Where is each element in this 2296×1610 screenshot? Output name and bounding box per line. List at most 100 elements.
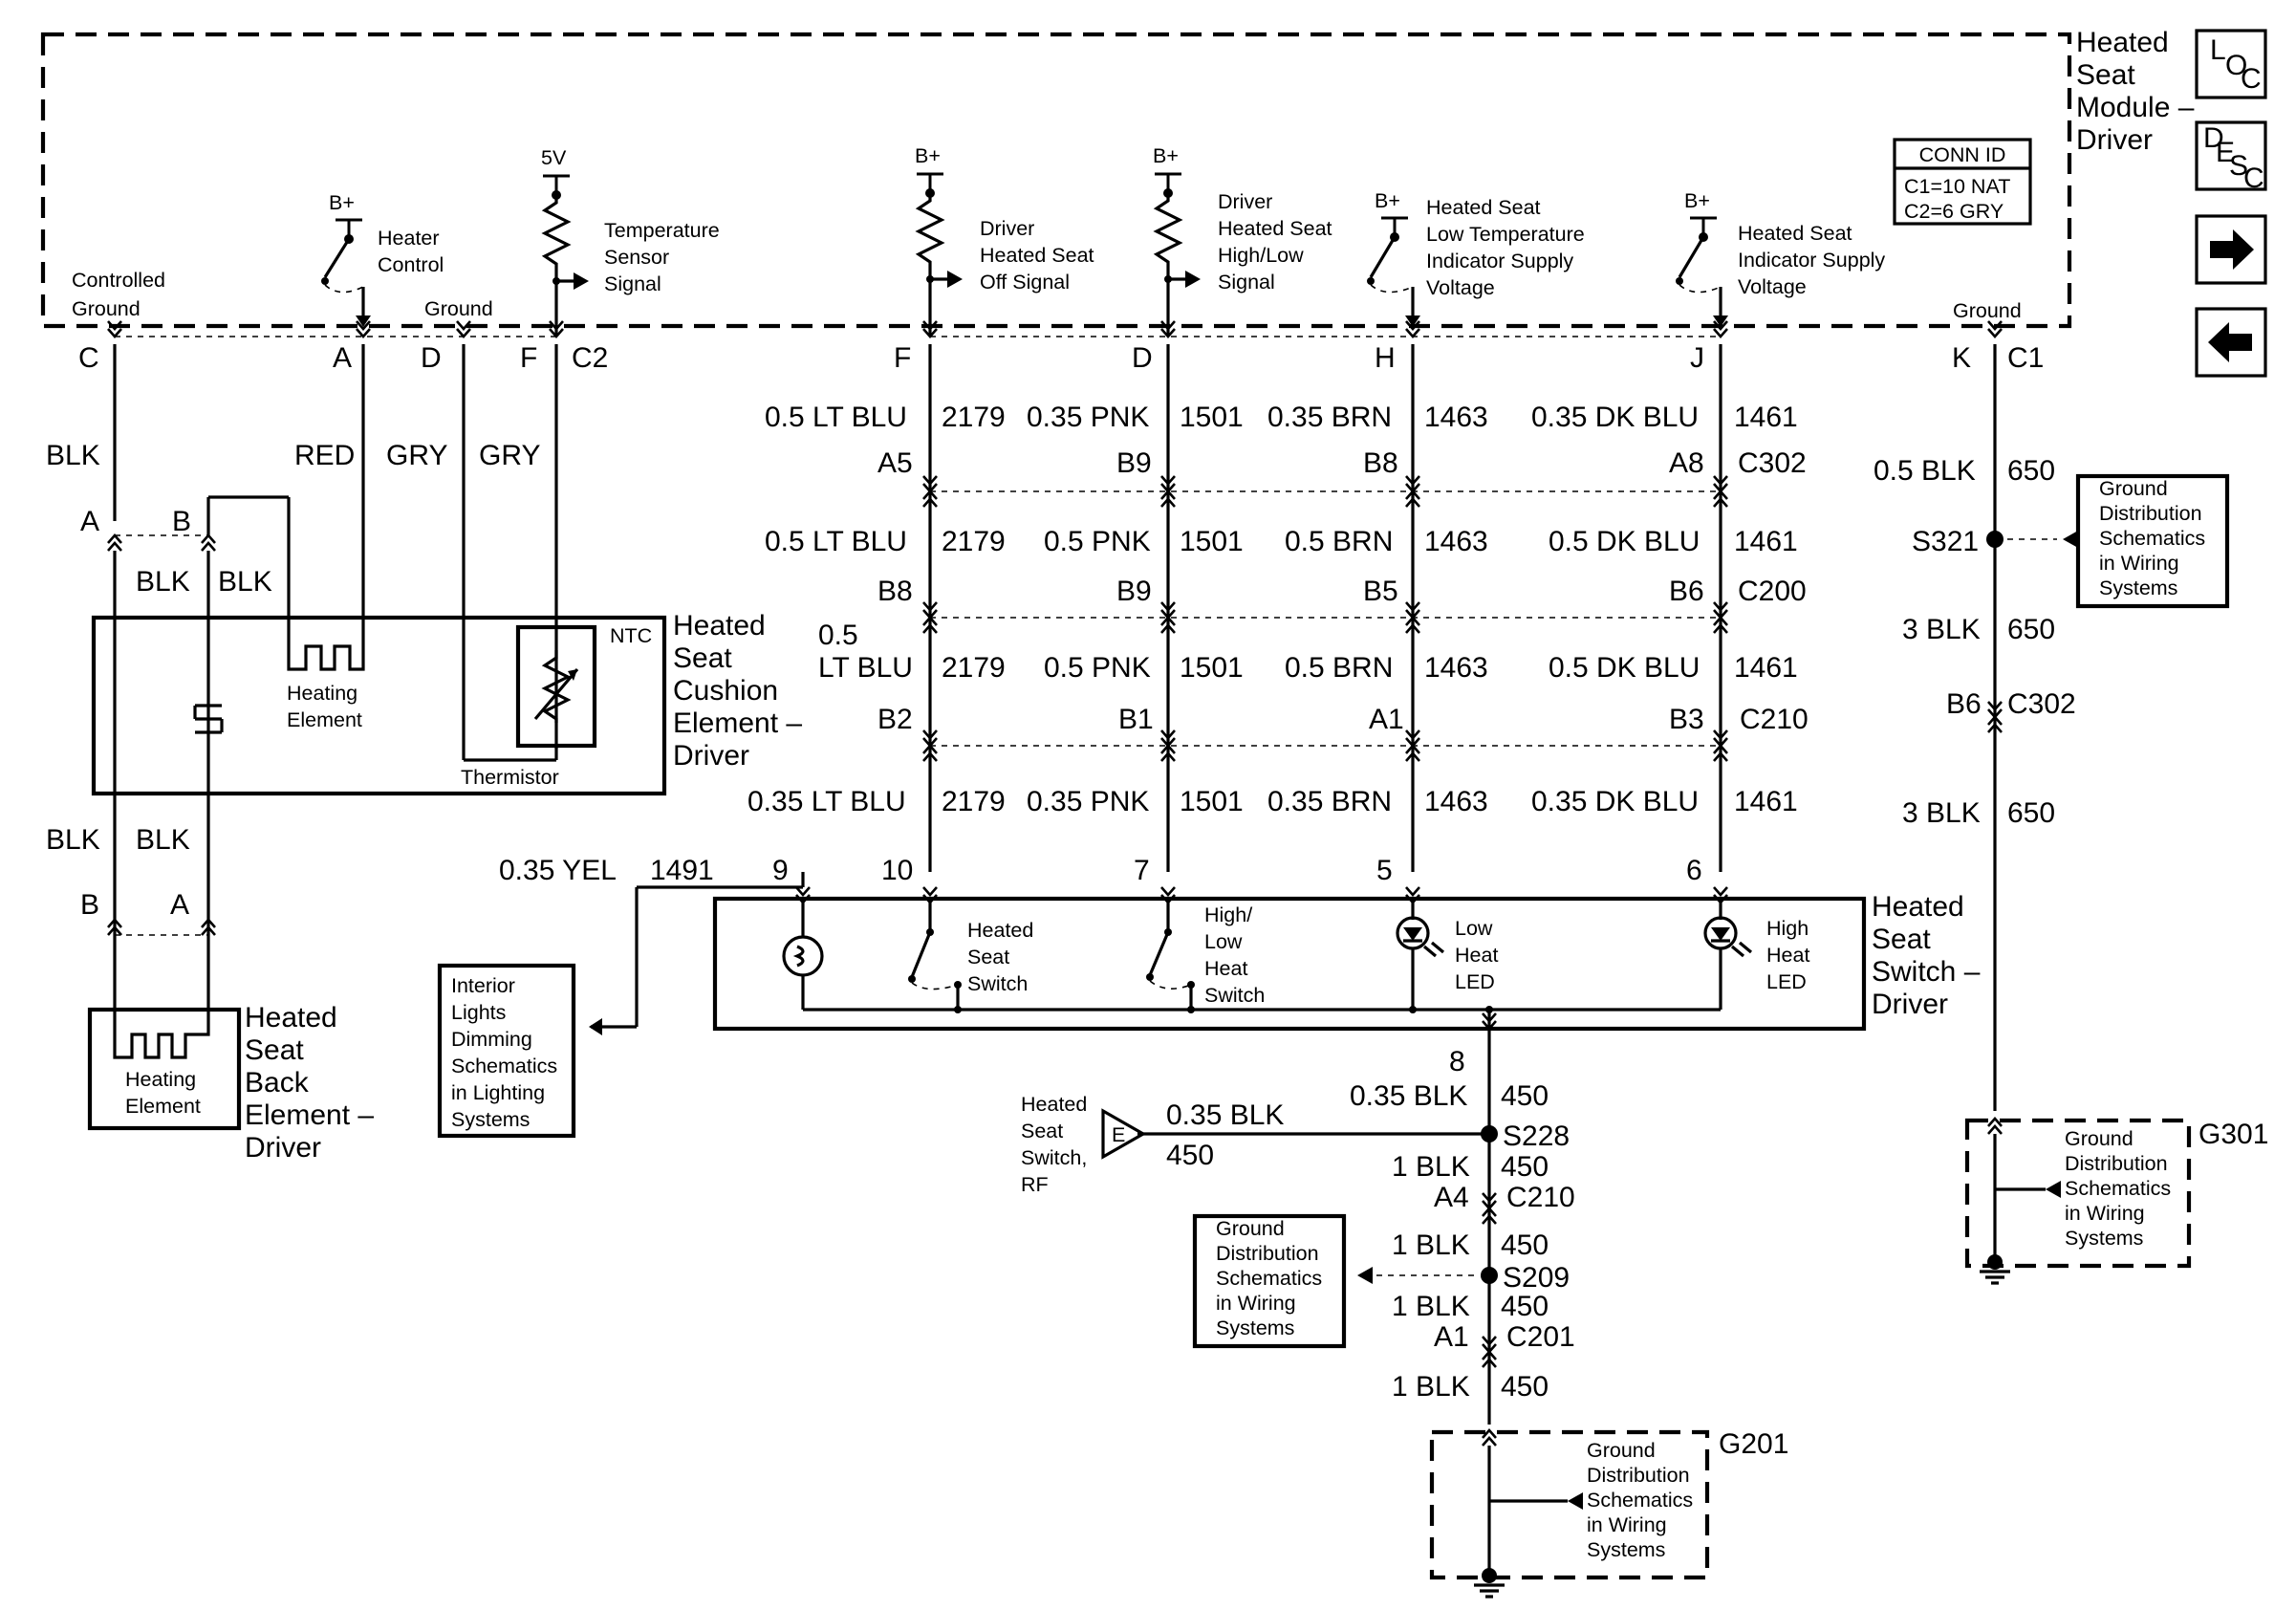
switch-title-2: Seat	[1872, 924, 1931, 955]
ntc-label: NTC	[610, 624, 652, 647]
c302-pin-a5: A5	[877, 447, 913, 479]
ground-d-label: Ground	[424, 297, 493, 320]
g450-num-3: 450	[1501, 1229, 1549, 1261]
heater-control-label-1: Heater	[378, 227, 440, 250]
indicator-label-3: Voltage	[1738, 275, 1807, 298]
heating-element-label-1: Heating	[287, 682, 357, 705]
gref-g201-1: Ground	[1587, 1439, 1656, 1462]
high-low-label-1: Driver	[1218, 190, 1272, 213]
module-pin-d: D	[421, 342, 442, 374]
row2-pnk: 0.5 PNK	[1044, 526, 1151, 557]
low-temp-label-2: Low Temperature	[1426, 223, 1585, 246]
row3-dkblu: 0.5 DK BLU	[1549, 652, 1700, 684]
il-ref-2: Lights	[451, 1001, 506, 1024]
gref-g301-2: Distribution	[2065, 1152, 2168, 1175]
conn-id-box: CONN ID C1=10 NAT C2=6 GRY	[1893, 138, 2032, 226]
rf-connector-arrow	[1101, 1108, 1147, 1160]
c200-pin-b6: B6	[1669, 576, 1704, 607]
high-led-2: Heat	[1766, 944, 1809, 967]
row1-1463: 1463	[1424, 402, 1488, 433]
back-button[interactable]	[2195, 307, 2267, 378]
ground-ref-s321: Ground Distribution Schematics in Wiring…	[2075, 473, 2230, 609]
bplus-label: B+	[915, 144, 941, 167]
row2-2179: 2179	[942, 526, 1006, 557]
c200-pin-b8: B8	[877, 576, 913, 607]
back-heating-element-2: Element	[125, 1095, 201, 1118]
g1-blk-2: 1 BLK	[1392, 1229, 1470, 1261]
bplus-label: B+	[329, 191, 355, 214]
row2-1501: 1501	[1180, 526, 1244, 557]
g301-label: G301	[2199, 1119, 2268, 1150]
splice-s209-dot	[1481, 1267, 1498, 1284]
conn-id-c1: C1=10 NAT	[1904, 175, 2010, 198]
rf-switch-2: Seat	[1021, 1120, 1063, 1142]
gref-s209-5: Systems	[1216, 1316, 1294, 1339]
back-pin-a: A	[170, 889, 189, 921]
c200-name: C200	[1738, 576, 1807, 607]
back-heating-element-1: Heating	[125, 1068, 196, 1091]
low-temp-label-1: Heated Seat	[1426, 196, 1541, 219]
module-conn-c2: C2	[572, 342, 608, 374]
gref-g301-4: in Wiring	[2065, 1202, 2145, 1225]
c210-pin-a1: A1	[1369, 704, 1404, 735]
switch-title-1: Heated	[1872, 891, 1964, 923]
gk-wire-1: 0.5 BLK	[1874, 455, 1976, 487]
interior-lights-ref: Interior Lights Dimming Schematics in Li…	[437, 963, 576, 1139]
hl-switch-2: Low	[1204, 930, 1243, 953]
cushion-title-3: Cushion	[673, 675, 778, 707]
row1-brn: 0.35 BRN	[1267, 402, 1392, 433]
row2-ltblu: 0.5 LT BLU	[765, 526, 907, 557]
g450-wire: 0.35 BLK	[1350, 1080, 1467, 1112]
module-conn-c1: C1	[2007, 342, 2044, 374]
low-temp-indicator-circuit: B+ Heated Seat Low Temperature Indicator…	[1367, 189, 1585, 327]
il-ref-6: Systems	[451, 1108, 530, 1131]
cushion-title-4: Element –	[673, 707, 802, 739]
c302-name: C302	[1738, 447, 1807, 479]
desc-button[interactable]: D E S C	[2195, 120, 2267, 194]
controlled-ground-label-1: Controlled	[72, 269, 165, 292]
ground-g301: G301 Ground Distribution Schematics in W…	[1964, 1117, 2268, 1285]
cushion-title-2: Seat	[673, 642, 732, 674]
row3-ltblu: LT BLU	[818, 652, 913, 684]
low-led-1: Low	[1455, 917, 1493, 940]
off-signal-label-1: Driver	[980, 217, 1034, 240]
c200-pin-b9: B9	[1116, 576, 1152, 607]
left-arrow-icon	[2208, 322, 2252, 362]
rf-switch-4: RF	[1021, 1173, 1049, 1196]
row3-pnk: 0.5 PNK	[1044, 652, 1151, 684]
loc-letter-l: L	[2210, 34, 2226, 66]
row3-1463: 1463	[1424, 652, 1488, 684]
row4-2179: 2179	[942, 786, 1006, 817]
gref-s209-3: Schematics	[1216, 1267, 1322, 1290]
gk-wire-2: 3 BLK	[1902, 614, 1981, 645]
row3-2179: 2179	[942, 652, 1006, 684]
hl-switch-1: High/	[1204, 903, 1252, 926]
c210b-name: C210	[1506, 1182, 1575, 1213]
signal-wires: 0.5 LT BLU 2179 0.35 PNK 1501 0.35 BRN 1…	[499, 344, 1809, 1035]
off-signal-circuit: B+ Driver Heated Seat Off Signal	[915, 144, 1094, 335]
desc-letter-c: C	[2243, 163, 2264, 194]
rf-switch-3: Switch,	[1021, 1146, 1087, 1169]
switch-pin-9: 9	[772, 855, 789, 886]
high-led-1: High	[1766, 917, 1809, 940]
gref-g301-5: Systems	[2065, 1227, 2143, 1250]
high-low-signal-circuit: B+ Driver Heated Seat High/Low Signal	[1153, 144, 1332, 335]
wire-blk-back-1: BLK	[46, 824, 100, 856]
heater-control-switch: B+ Heater Control	[321, 191, 444, 327]
c302b-pin: B6	[1946, 688, 1982, 720]
g1-blk-1: 1 BLK	[1392, 1151, 1470, 1183]
il-ref-4: Schematics	[451, 1055, 557, 1077]
switch-pin-8: 8	[1449, 1046, 1465, 1077]
back-title-2: Seat	[245, 1034, 304, 1066]
row3-size: 0.5	[818, 620, 858, 651]
high-low-label-4: Signal	[1218, 271, 1275, 294]
gref-g201-5: Systems	[1587, 1538, 1665, 1561]
switch-pin-7: 7	[1134, 855, 1150, 886]
forward-button[interactable]	[2195, 214, 2267, 285]
off-signal-label-3: Off Signal	[980, 271, 1070, 294]
c201-name: C201	[1506, 1321, 1575, 1353]
gref-s209-1: Ground	[1216, 1217, 1285, 1240]
loc-button[interactable]: L O C	[2195, 29, 2267, 99]
cushion-pin-a: A	[80, 506, 99, 537]
